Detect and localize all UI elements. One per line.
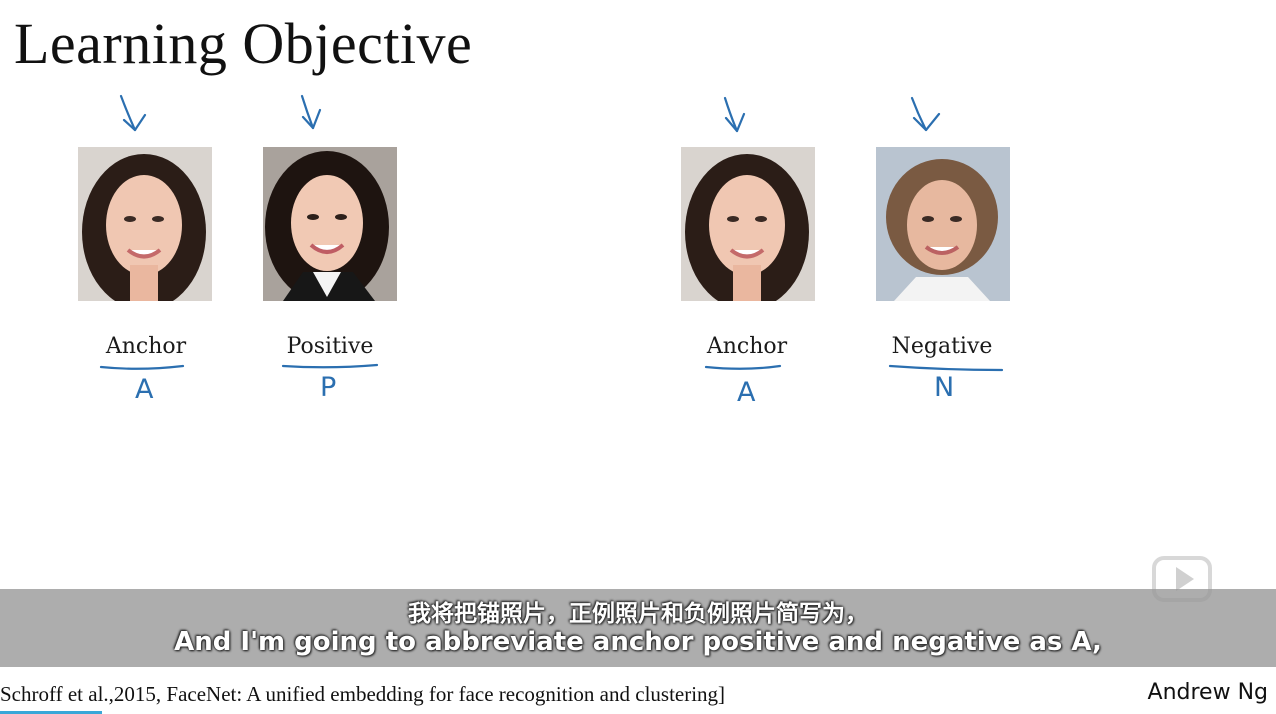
citation: Schroff et al.,2015, FaceNet: A unified … [0, 682, 726, 706]
label-positive: Positive [286, 334, 374, 359]
label-anchor-right: Anchor [706, 334, 788, 359]
video-progress-bar[interactable] [0, 711, 102, 714]
slide-title: Learning Objective [14, 11, 473, 76]
arrow-down-icon [119, 94, 147, 132]
anchor-photo-left [78, 147, 212, 301]
underline-anchor-left [99, 364, 185, 370]
author-name: Andrew Ng [1147, 680, 1268, 705]
underline-positive [281, 363, 379, 369]
label-anchor-left: Anchor [105, 334, 187, 359]
letter-p: P [320, 372, 337, 403]
positive-photo [263, 147, 397, 301]
anchor-photo-right [681, 147, 815, 301]
letter-a-left: A [135, 374, 154, 405]
negative-photo [876, 147, 1010, 301]
arrow-down-icon [723, 96, 746, 133]
subtitle-chinese: 我将把锚照片，正例照片和负例照片简写为， [408, 601, 868, 627]
letter-a-right: A [737, 377, 756, 408]
arrow-down-icon [910, 96, 941, 132]
arrow-down-icon [300, 94, 322, 130]
label-negative: Negative [891, 334, 993, 359]
subtitle-english: And I'm going to abbreviate anchor posit… [174, 627, 1102, 657]
underline-anchor-right [704, 364, 782, 370]
underline-negative [888, 364, 1004, 372]
subtitle-bar [0, 589, 1276, 667]
letter-n: N [934, 372, 955, 403]
